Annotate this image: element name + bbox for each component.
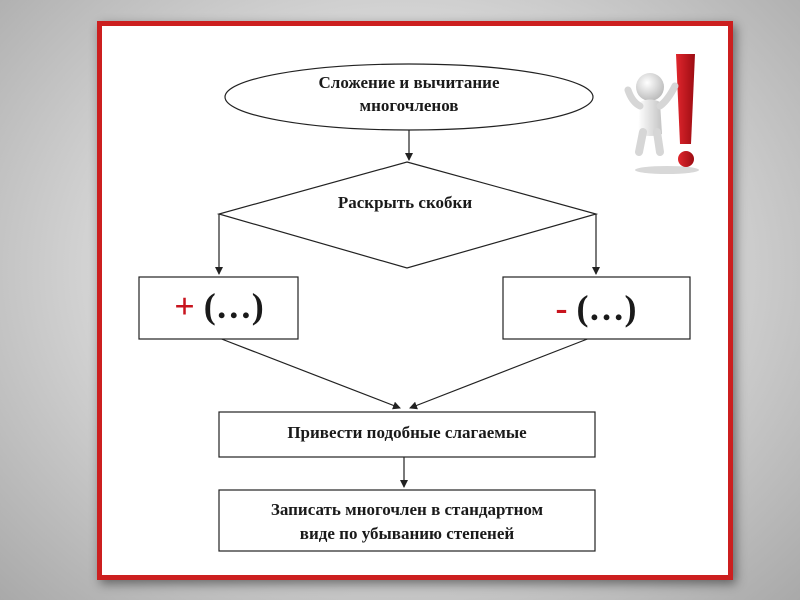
combine-label: Привести подобные слагаемые	[287, 423, 527, 442]
minus-parentheses: (…)	[568, 288, 637, 328]
plus-sign: +	[174, 286, 195, 326]
slide-frame: Сложение и вычитание многочленов Раскрыт…	[97, 21, 733, 580]
result-node: Записать многочлен в стандартном виде по…	[218, 489, 596, 552]
flowchart: Сложение и вычитание многочленов Раскрыт…	[138, 54, 699, 552]
decision-label: Раскрыть скобки	[338, 193, 472, 212]
arrow-minus-to-combine	[409, 337, 591, 410]
decision-node: Раскрыть скобки	[216, 161, 599, 269]
connectors	[215, 130, 600, 488]
plus-branch-label: + (…)	[174, 286, 264, 326]
minus-branch-node: - (…)	[502, 276, 691, 340]
combine-node: Привести подобные слагаемые	[218, 411, 596, 458]
plus-parentheses: (…)	[195, 286, 264, 326]
result-label-line1: Записать многочлен в стандартном	[271, 500, 544, 519]
plus-branch-node: + (…)	[138, 276, 299, 340]
result-label-line2: виде по убыванию степеней	[300, 524, 515, 543]
start-label-line2: многочленов	[360, 96, 459, 115]
start-label-line1: Сложение и вычитание	[319, 73, 500, 92]
arrow-plus-to-combine	[218, 337, 401, 410]
person-with-exclamation-mark-icon	[624, 54, 699, 174]
start-node: Сложение и вычитание многочленов	[224, 63, 594, 131]
minus-sign: -	[556, 288, 568, 328]
minus-branch-label: - (…)	[556, 288, 637, 328]
